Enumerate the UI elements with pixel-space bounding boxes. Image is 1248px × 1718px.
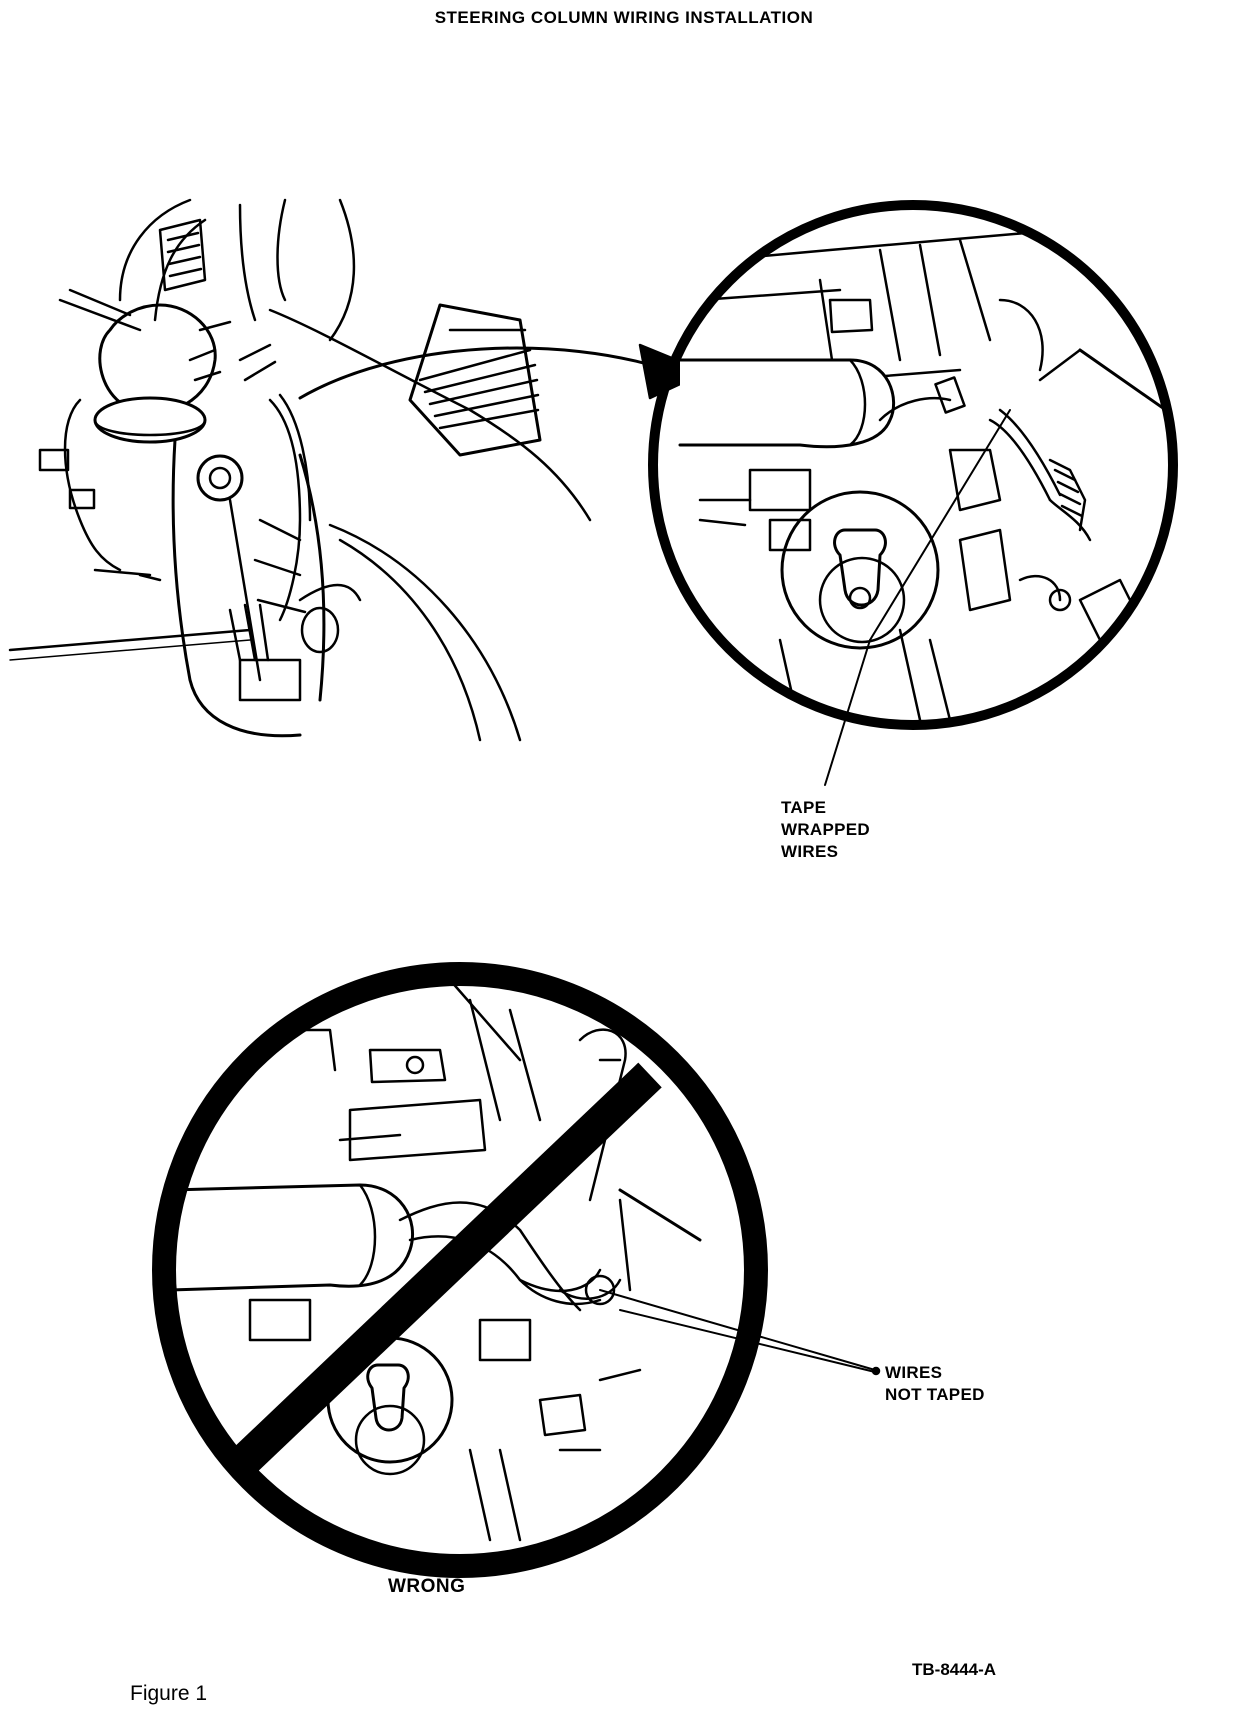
- callout-line: TAPE: [781, 798, 827, 817]
- overview-steering-column: [8, 198, 592, 742]
- detail-circle-correct: [648, 200, 1178, 730]
- diagram-title: STEERING COLUMN WIRING INSTALLATION: [434, 8, 814, 27]
- figure-label: Figure 1: [130, 1682, 208, 1705]
- callout-line: WRAPPED: [781, 820, 870, 839]
- tape-callout-leader: [824, 639, 871, 786]
- callout-line: WIRES: [781, 842, 839, 861]
- callout-line: WIRES: [885, 1363, 943, 1382]
- wires-callout-leader-1: [599, 1289, 876, 1371]
- brake-pedal: [408, 303, 542, 457]
- wires-callout-leader-2: [619, 1309, 876, 1373]
- callout-tape-wrapped-wires: TAPE WRAPPED WIRES: [781, 797, 870, 863]
- callout-line: NOT TAPED: [885, 1385, 985, 1404]
- drawing-code: TB-8444-A: [912, 1660, 997, 1679]
- wires-callout-dot: [871, 1366, 881, 1376]
- callout-wires-not-taped: WIRES NOT TAPED: [885, 1362, 985, 1406]
- detail-circle-wrong: [152, 962, 768, 1578]
- wrong-caption: WRONG: [388, 1576, 466, 1597]
